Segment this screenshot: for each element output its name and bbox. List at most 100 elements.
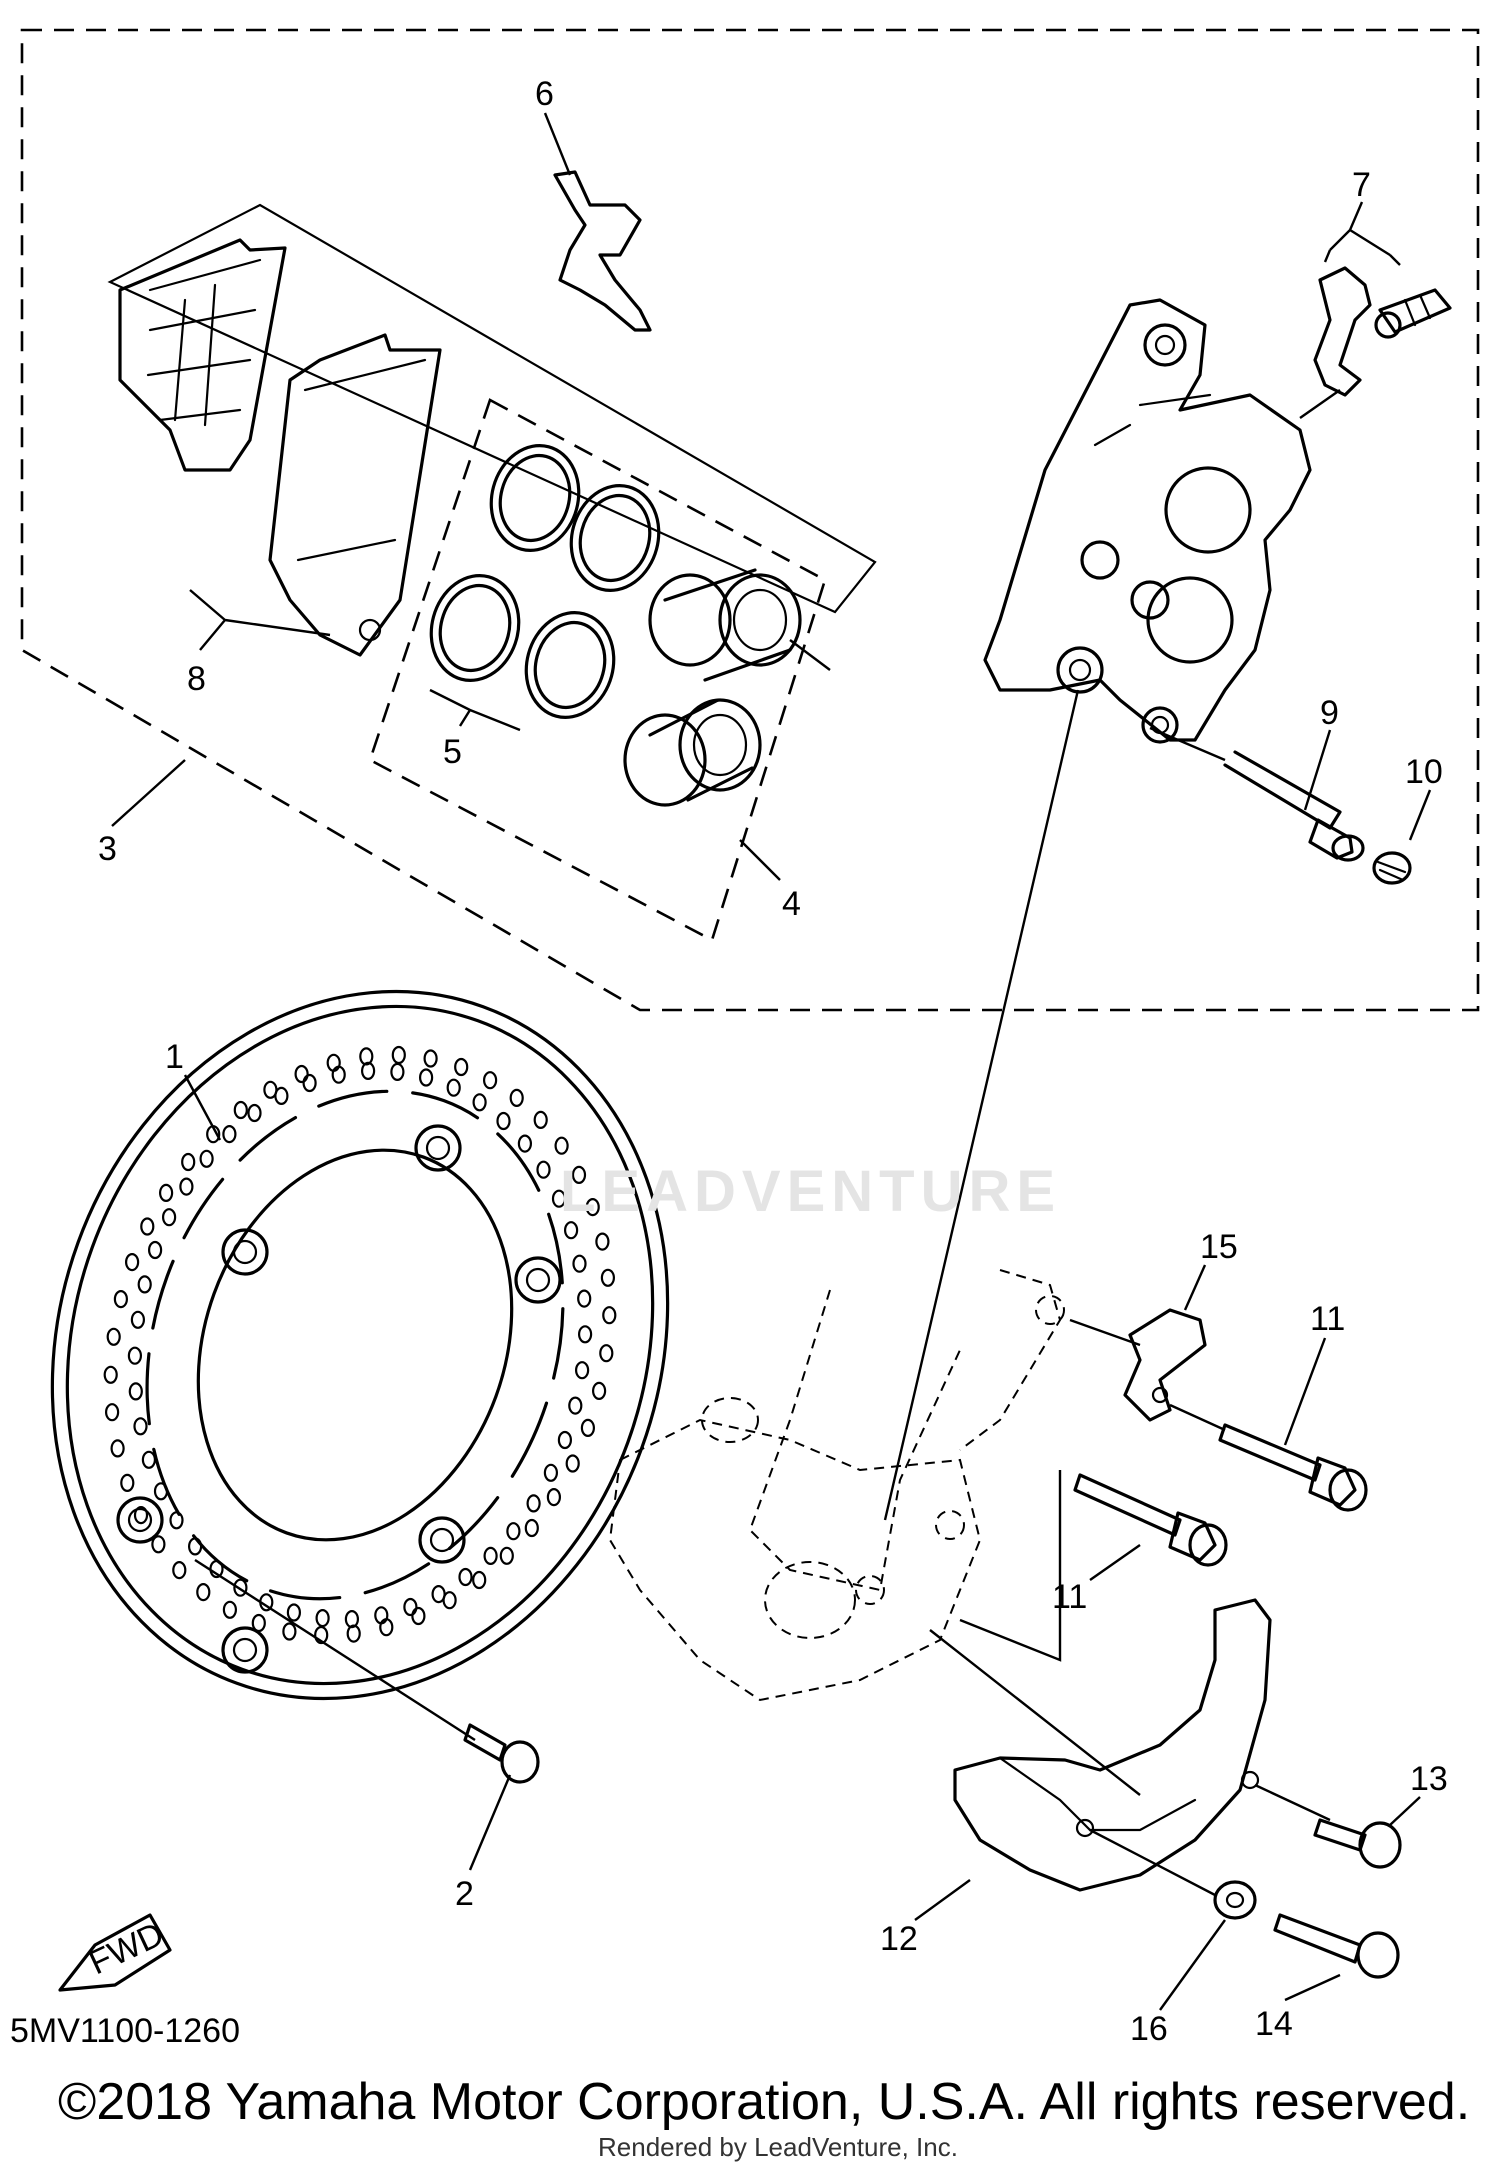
vent-hole — [282, 1622, 297, 1641]
vent-hole — [199, 1149, 214, 1168]
callout-11-lower: 11 — [1052, 1578, 1087, 1616]
vent-hole — [251, 1613, 266, 1633]
brake-disc — [50, 989, 670, 1701]
vent-hole — [568, 1396, 583, 1415]
callout-6: 6 — [535, 75, 554, 113]
vent-hole — [222, 1124, 237, 1144]
vent-hole — [557, 1430, 573, 1450]
bleeder-axis — [1299, 389, 1341, 419]
guard-axes — [929, 1629, 1331, 1897]
vent-hole — [113, 1289, 129, 1309]
vent-hole — [188, 1537, 203, 1556]
vent-hole — [233, 1578, 248, 1597]
pad-spring — [553, 170, 652, 332]
vent-hole — [571, 1165, 587, 1185]
vent-hole — [361, 1061, 376, 1081]
vent-hole — [294, 1064, 309, 1084]
callout-12: 12 — [880, 1920, 918, 1958]
vent-hole — [411, 1606, 426, 1626]
callout-11-upper: 11 — [1310, 1300, 1345, 1338]
pistons — [623, 568, 802, 807]
vent-hole — [526, 1494, 541, 1513]
vent-hole — [574, 1361, 590, 1380]
disc-guard — [953, 1598, 1272, 1892]
callout-7: 7 — [1352, 166, 1371, 204]
vent-hole — [103, 1365, 118, 1384]
svg-text:FWD: FWD — [83, 1915, 169, 1982]
vent-hole — [162, 1208, 177, 1227]
vent-hole — [247, 1103, 262, 1123]
guard-bolt-14 — [1273, 1913, 1400, 1979]
vent-hole — [595, 1232, 610, 1251]
vent-hole — [374, 1606, 389, 1625]
vent-hole — [600, 1268, 616, 1287]
vent-hole — [222, 1600, 237, 1619]
vent-hole — [551, 1189, 567, 1208]
vent-hole — [153, 1482, 169, 1501]
vent-hole — [419, 1068, 434, 1087]
vent-hole — [472, 1570, 487, 1590]
vent-hole — [125, 1252, 140, 1272]
vent-hole — [423, 1049, 438, 1068]
vent-hole — [577, 1289, 592, 1308]
washer — [1213, 1880, 1257, 1920]
vent-hole — [483, 1071, 498, 1090]
assembly-boundary — [20, 28, 1480, 1012]
vent-hole — [359, 1047, 374, 1066]
vent-hole — [577, 1325, 593, 1344]
vent-hole — [331, 1065, 346, 1084]
vent-hole — [524, 1518, 539, 1538]
callout-15: 15 — [1200, 1228, 1238, 1266]
vent-hole — [554, 1136, 569, 1155]
callout-1: 1 — [165, 1038, 184, 1076]
vent-hole — [344, 1609, 359, 1629]
pin-axis — [1149, 726, 1226, 762]
vent-hole — [140, 1217, 155, 1236]
guide-axis — [1069, 1318, 1141, 1347]
vent-hole — [133, 1505, 149, 1525]
vent-hole — [346, 1624, 361, 1643]
guard-bolt-13 — [1313, 1818, 1402, 1869]
vent-hole — [315, 1608, 330, 1628]
vent-hole — [137, 1275, 152, 1294]
disc-bolt-axis — [194, 1558, 476, 1742]
bleeder-screw — [1313, 266, 1452, 397]
callout-3: 3 — [98, 830, 117, 868]
caliper-pin — [1223, 750, 1365, 862]
vent-hole — [517, 1134, 533, 1153]
vent-hole — [565, 1454, 580, 1473]
vent-hole — [543, 1463, 559, 1482]
diagram-code: 5MV1100-1260 — [10, 2012, 240, 2050]
watermark: LEADVENTURE — [560, 1159, 1062, 1224]
guard-bolt-upper — [1218, 1423, 1368, 1512]
vent-hole — [496, 1111, 511, 1131]
vent-hole — [591, 1381, 607, 1401]
fork-lower — [608, 1269, 1065, 1702]
vent-hole — [536, 1160, 551, 1179]
vent-hole — [106, 1327, 121, 1346]
vent-hole — [302, 1073, 317, 1093]
vent-hole — [499, 1546, 514, 1565]
vent-hole — [274, 1086, 289, 1106]
vent-hole — [179, 1177, 194, 1196]
vent-hole — [141, 1450, 156, 1469]
brake-pad-outer — [118, 238, 287, 472]
vent-hole — [391, 1045, 406, 1065]
vent-hole — [472, 1093, 487, 1112]
copyright-notice: ©2018 Yamaha Motor Corporation, U.S.A. A… — [58, 2073, 1471, 2131]
callout-14: 14 — [1255, 2005, 1293, 2043]
callout-9: 9 — [1320, 694, 1339, 732]
callout-4: 4 — [782, 885, 801, 923]
vent-hole — [196, 1582, 211, 1602]
vent-hole — [148, 1240, 163, 1260]
vent-hole — [446, 1078, 461, 1097]
callout-8: 8 — [187, 660, 206, 698]
piston-axis — [789, 639, 831, 671]
guide-plate — [1123, 1308, 1207, 1422]
vent-hole — [286, 1603, 301, 1622]
piston-seals — [429, 444, 661, 719]
guard-bolt-lower — [1073, 1473, 1228, 1567]
vent-hole — [159, 1183, 174, 1203]
callout-16: 16 — [1130, 2010, 1168, 2048]
